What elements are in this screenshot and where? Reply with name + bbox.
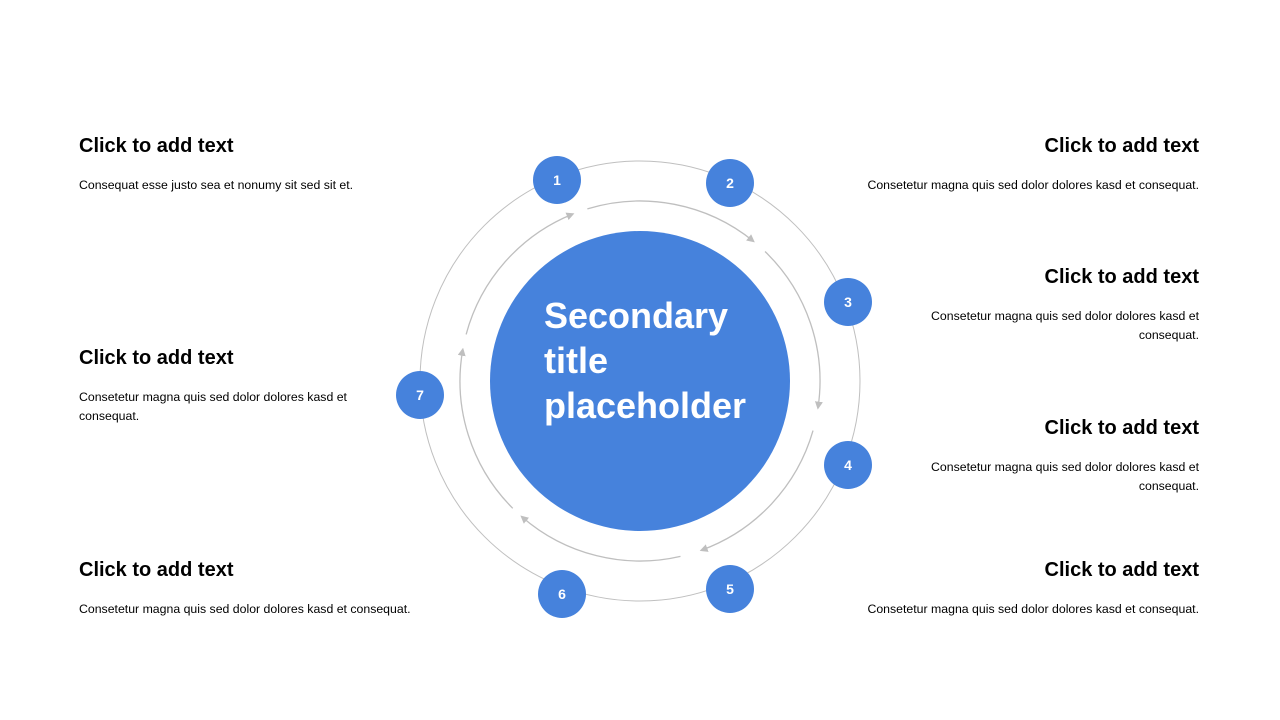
cycle-arrow <box>457 347 514 509</box>
cycle-arrow <box>465 212 575 335</box>
step-circle <box>824 441 872 489</box>
step-number: 1 <box>553 172 561 188</box>
cycle-arrow <box>764 251 823 410</box>
step-number: 3 <box>844 294 852 310</box>
center-circle <box>490 231 790 531</box>
block-body: Consetetur magna quis sed dolor dolores … <box>79 390 347 423</box>
block-body: Consetetur magna quis sed dolor dolores … <box>931 460 1199 493</box>
block-body: Consetetur magna quis sed dolor dolores … <box>79 602 411 616</box>
step-number: 2 <box>726 175 734 191</box>
step-node-3[interactable]: 3 <box>824 278 872 326</box>
block-body: Consetetur magna quis sed dolor dolores … <box>867 178 1199 192</box>
block-heading: Click to add text <box>1044 266 1199 288</box>
step-circle <box>533 156 581 204</box>
block-heading: Click to add text <box>1044 417 1199 439</box>
block-heading: Click to add text <box>79 559 234 581</box>
block-heading: Click to add text <box>1044 559 1199 581</box>
block-heading: Click to add text <box>1044 135 1199 157</box>
block-heading: Click to add text <box>79 347 234 369</box>
step-circle <box>706 565 754 613</box>
text-block-6[interactable]: Click to add text Consetetur magna quis … <box>79 558 479 619</box>
step-circle <box>824 278 872 326</box>
block-body: Consetetur magna quis sed dolor dolores … <box>931 309 1199 342</box>
text-block-5[interactable]: Click to add text Consetetur magna quis … <box>799 558 1199 619</box>
cycle-arrow <box>520 515 681 562</box>
step-node-1[interactable]: 1 <box>533 156 581 204</box>
block-heading: Click to add text <box>79 135 234 157</box>
step-node-7[interactable]: 7 <box>396 371 444 419</box>
text-block-1[interactable]: Click to add text Consequat esse justo s… <box>79 134 479 195</box>
center-title[interactable]: Secondary title placeholder <box>544 295 747 426</box>
step-node-6[interactable]: 6 <box>538 570 586 618</box>
text-block-7[interactable]: Click to add text Consetetur magna quis … <box>79 346 379 426</box>
step-circle <box>706 159 754 207</box>
block-body: Consequat esse justo sea et nonumy sit s… <box>79 178 354 192</box>
step-circle <box>396 371 444 419</box>
step-node-5[interactable]: 5 <box>706 565 754 613</box>
text-block-4[interactable]: Click to add text Consetetur magna quis … <box>899 416 1199 496</box>
step-circle <box>538 570 586 618</box>
step-number: 7 <box>416 387 424 403</box>
step-number: 6 <box>558 586 566 602</box>
block-body: Consetetur magna quis sed dolor dolores … <box>867 602 1199 616</box>
step-number: 4 <box>844 457 852 473</box>
step-number: 5 <box>726 581 734 597</box>
cycle-arrow <box>587 200 755 243</box>
text-block-3[interactable]: Click to add text Consetetur magna quis … <box>899 265 1199 345</box>
cycle-arrow <box>699 430 814 552</box>
step-node-4[interactable]: 4 <box>824 441 872 489</box>
step-node-2[interactable]: 2 <box>706 159 754 207</box>
text-block-2[interactable]: Click to add text Consetetur magna quis … <box>799 134 1199 195</box>
